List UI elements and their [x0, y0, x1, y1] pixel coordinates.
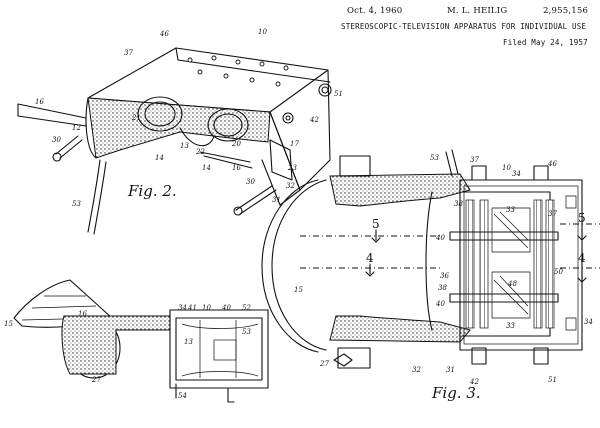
ref-54-side: 54 — [178, 392, 187, 400]
ref-40-fig3: 40 — [435, 234, 445, 242]
ref-38-fig3: 38 — [454, 200, 463, 208]
patent-date: Oct. 4, 1960 — [347, 6, 403, 16]
ref-53: 53 — [72, 200, 81, 208]
ref-48-fig3: 48 — [507, 280, 517, 288]
ref-33b-fig3: 33 — [506, 322, 515, 330]
ref-50-fig3: 50 — [554, 268, 563, 276]
ref-42: 42 — [309, 116, 319, 124]
ref-23: 23 — [287, 164, 297, 172]
ref-47-fig3: 37 — [548, 210, 557, 218]
ref-16-side: 16 — [78, 310, 87, 318]
figure-3-top-section: 5 4 5 4 53 37 10 34 46 38 33 37 40 36 38… — [261, 149, 600, 402]
section-4-right: 4 — [578, 251, 586, 265]
ref-31-fig3: 31 — [446, 366, 455, 374]
ref-51: 51 — [334, 90, 343, 98]
ref-32-fig3: 32 — [412, 366, 421, 374]
section-5-left: 5 — [372, 217, 380, 231]
ref-46: 46 — [159, 30, 169, 38]
figure-side-elevation: 15 16 27 34 41 10 40 52 13 53 54 — [4, 279, 269, 403]
ref-17: 17 — [290, 140, 299, 148]
ref-15-fig3: 15 — [294, 286, 303, 294]
ref-14b: 14 — [202, 164, 211, 172]
ref-42-fig3: 42 — [469, 378, 479, 386]
ref-21: 21 — [131, 114, 141, 122]
figure-3-caption: Fig. 3. — [431, 384, 481, 402]
ref-37: 37 — [124, 49, 133, 57]
ref-22: 22 — [195, 148, 205, 156]
ref-14: 14 — [155, 154, 164, 162]
ref-31: 31 — [272, 196, 281, 204]
ref-10-side: 10 — [202, 304, 211, 312]
ref-30: 30 — [52, 136, 61, 144]
ref-12: 12 — [72, 124, 81, 132]
ref-39-fig3: 38 — [438, 284, 447, 292]
ref-13-side: 13 — [184, 338, 193, 346]
ref-53-side: 53 — [242, 328, 251, 336]
filing-date: Filed May 24, 1957 — [503, 38, 588, 47]
ref-36-fig3: 36 — [440, 272, 449, 280]
ref-27-fig3: 27 — [319, 360, 329, 368]
ref-16: 16 — [35, 98, 44, 106]
ref-16b: 16 — [232, 164, 241, 172]
ref-41-side: 41 — [187, 304, 197, 312]
ref-46-fig3: 46 — [547, 160, 557, 168]
ref-30b: 30 — [246, 178, 255, 186]
ref-10: 10 — [258, 28, 267, 36]
section-5-right: 5 — [578, 211, 586, 225]
ref-32: 32 — [286, 182, 295, 190]
ref-15-side: 15 — [4, 320, 13, 328]
patent-number: 2,955,156 — [543, 6, 589, 16]
ref-27-side: 27 — [91, 376, 101, 384]
patent-title: STEREOSCOPIC-TELEVISION APPARATUS FOR IN… — [341, 22, 587, 31]
ref-33-fig3: 33 — [506, 206, 515, 214]
ref-34b-fig3: 34 — [584, 318, 593, 326]
ref-10-fig3: 10 — [502, 164, 511, 172]
ref-20: 20 — [231, 140, 241, 148]
ref-40-side: 40 — [221, 304, 231, 312]
inventor-name: M. L. HEILIG — [447, 6, 508, 16]
ref-40b-fig3: 40 — [435, 300, 445, 308]
ref-52-side: 52 — [242, 304, 251, 312]
ref-34-side: 34 — [178, 304, 187, 312]
ref-34-fig3: 34 — [512, 170, 521, 178]
ref-37-fig3: 37 — [470, 156, 479, 164]
figure-2-headset-perspective: 46 10 37 16 12 30 21 14 13 22 20 14 16 1… — [17, 28, 343, 235]
section-4-left: 4 — [366, 251, 374, 265]
ref-51-fig3: 51 — [548, 376, 557, 384]
figure-2-caption: Fig. 2. — [127, 182, 177, 200]
ref-53-fig3: 53 — [430, 154, 439, 162]
ref-13: 13 — [180, 142, 189, 150]
